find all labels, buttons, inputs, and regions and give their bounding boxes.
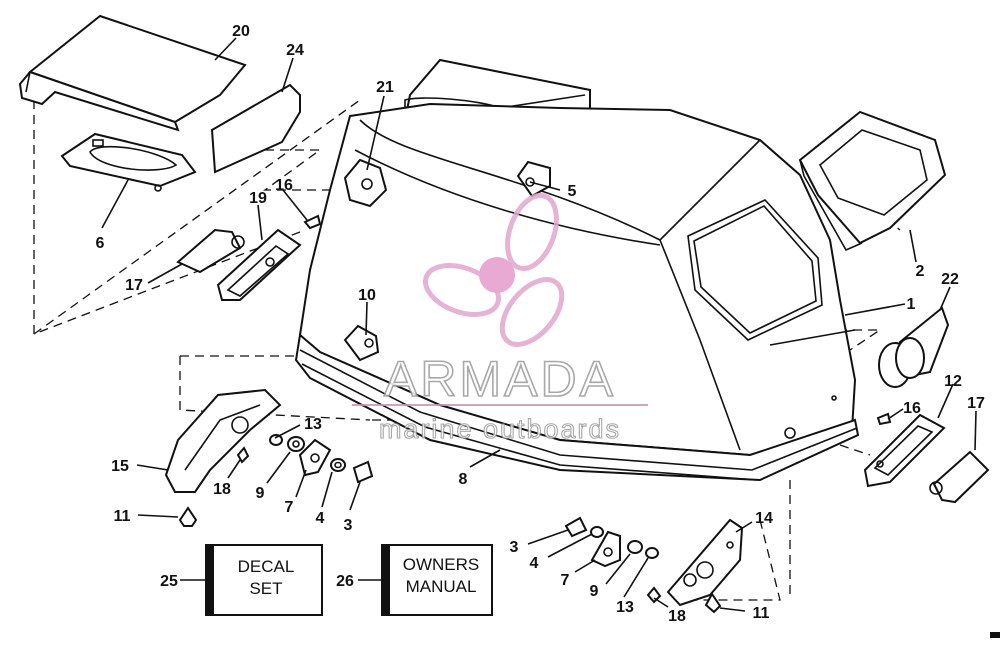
callout-14: 14 — [755, 510, 773, 527]
callout-20: 20 — [232, 23, 250, 40]
grease-fitting-left-part — [236, 446, 250, 464]
callout-1: 1 — [907, 296, 916, 313]
manual-box-line1: OWNERS — [403, 555, 480, 574]
decal-box-line2: SET — [249, 579, 282, 598]
small-screw-right-part — [876, 412, 892, 426]
retainer-frame-part — [60, 132, 197, 192]
watermark-tagline: marine outboards — [379, 414, 621, 444]
hinge-plate-left-part — [298, 438, 332, 477]
motor-cover — [294, 58, 860, 482]
nut-right-part — [645, 547, 659, 559]
bolt-left-part — [352, 460, 374, 484]
rubber-mount-right-part — [704, 592, 722, 614]
callout-8: 8 — [459, 471, 468, 488]
callout-22: 22 — [941, 271, 959, 288]
callout-12: 12 — [944, 373, 962, 390]
watermark-brand: ARMADA — [384, 351, 616, 407]
leader-lines — [101, 37, 977, 612]
callout-16-right: 16 — [903, 400, 921, 417]
washer-right-part — [590, 526, 604, 538]
callout-17-right: 17 — [967, 395, 985, 412]
hinge-bracket-left-part — [164, 388, 282, 493]
propeller-logo — [423, 193, 565, 347]
handle-plate-left-part — [216, 228, 302, 301]
handle-plate-right-part — [863, 413, 946, 488]
manual-box-line2: MANUAL — [406, 577, 477, 596]
callout-4-right: 4 — [530, 555, 539, 572]
bushing-right-part — [627, 540, 643, 554]
callout-7-right: 7 — [561, 572, 570, 589]
callout-10: 10 — [358, 287, 376, 304]
latch-hook-part — [343, 158, 388, 208]
callout-3-left: 3 — [344, 517, 353, 534]
callout-labels: 20 24 21 5 16 19 6 17 10 2 22 1 12 17 16… — [96, 23, 985, 625]
bushing-left-part — [287, 436, 305, 452]
callout-19: 19 — [249, 190, 267, 207]
hinge-plate-right-part — [590, 530, 621, 568]
handle-left-part — [176, 228, 245, 274]
callout-24: 24 — [286, 42, 304, 59]
callout-18-right: 18 — [668, 608, 686, 625]
nut-left-part — [269, 434, 283, 446]
cover-latch-part — [343, 324, 380, 362]
rubber-mount-left-part — [178, 506, 198, 527]
callout-26: 26 — [336, 573, 354, 590]
callout-3-right: 3 — [510, 539, 519, 556]
callout-6: 6 — [96, 235, 105, 252]
handle-right-part — [929, 450, 990, 504]
small-screw-left-part — [303, 214, 322, 230]
window-trim-part — [798, 110, 947, 252]
callout-7-left: 7 — [285, 499, 294, 516]
decal-box-line1: DECAL — [238, 557, 295, 576]
callout-11-left: 11 — [114, 508, 131, 525]
rear-bracket-part — [516, 160, 551, 198]
callout-9-right: 9 — [590, 583, 599, 600]
callout-18-left: 18 — [213, 481, 231, 498]
callout-13-left: 13 — [304, 416, 322, 433]
callout-13-right: 13 — [616, 599, 634, 616]
callout-5: 5 — [568, 183, 577, 200]
callout-15: 15 — [111, 458, 129, 475]
bolt-right-part — [564, 516, 588, 538]
callout-9-left: 9 — [256, 485, 265, 502]
corner-mark — [990, 632, 1000, 638]
decal-set-box: DECAL SET — [205, 544, 323, 616]
washer-left-part — [330, 458, 346, 472]
callout-2: 2 — [916, 263, 925, 280]
top-cover-part — [18, 14, 247, 132]
callout-11-right: 11 — [753, 605, 770, 622]
gasket-part — [210, 83, 301, 174]
callout-17-left: 17 — [125, 277, 143, 294]
callout-25: 25 — [160, 573, 178, 590]
callout-21: 21 — [376, 79, 394, 96]
armada-watermark: ARMADA marine outboards — [352, 193, 648, 445]
callout-4-left: 4 — [316, 510, 325, 527]
owners-manual-box: OWNERS MANUAL — [381, 544, 493, 616]
callout-16-left: 16 — [275, 177, 293, 194]
hinge-bracket-right-part — [666, 518, 744, 607]
decal-stickers-part — [878, 306, 950, 388]
grease-fitting-right-part — [646, 586, 662, 604]
